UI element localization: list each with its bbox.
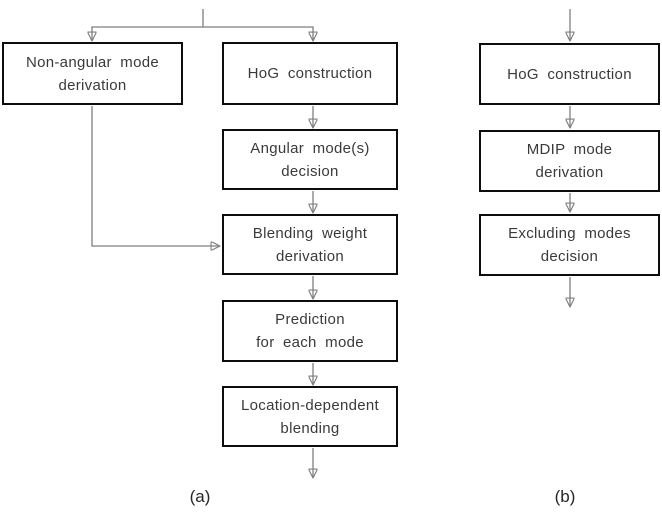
box-excluding-modes-decision: Excluding modes decision <box>479 214 660 276</box>
box-location-dependent-blending: Location-dependent blending <box>222 386 398 447</box>
box-blending-weight-derivation: Blending weight derivation <box>222 214 398 275</box>
diagram-b-caption: (b) <box>554 487 576 506</box>
edge-a-non-angular-to-blending-elbow-arrow <box>91 106 220 246</box>
box-angular-modes-decision: Angular mode(s) decision <box>222 129 398 190</box>
box-non-angular-mode-derivation: Non-angular mode derivation <box>2 42 183 105</box>
diagram-a-caption: (a) <box>189 487 211 506</box>
box-b-hog-construction: HoG construction <box>479 43 660 105</box>
box-a-hog-construction: HoG construction <box>222 42 398 105</box>
box-mdip-mode-derivation: MDIP mode derivation <box>479 130 660 192</box>
box-prediction-for-each-mode: Prediction for each mode <box>222 300 398 362</box>
